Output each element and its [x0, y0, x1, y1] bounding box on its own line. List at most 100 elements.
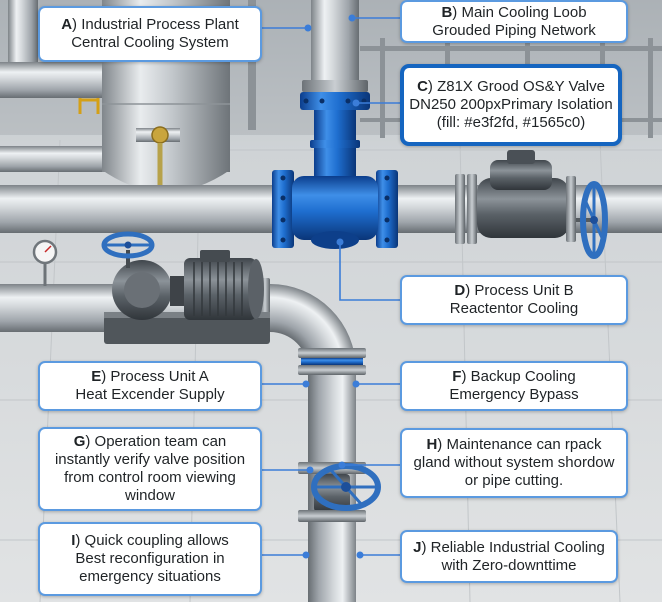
connector-i-dot [302, 551, 310, 559]
callout-h-letter: H [426, 436, 438, 453]
connector-e-dot [302, 380, 310, 388]
connector-c-dot [352, 99, 360, 107]
callout-j-letter: J [413, 538, 422, 556]
callout-e-line-2: Heat Excender Supply [75, 386, 225, 403]
callout-a-letter: A [61, 16, 73, 33]
callout-b-text: ) Main Cooling Loob [452, 3, 587, 21]
check-valve-cap [507, 150, 535, 164]
callout-i-line-3: emergency situations [79, 568, 221, 585]
callout-i-line-1: I) Quick coupling allows [71, 532, 229, 550]
flange-valve-left [272, 170, 294, 248]
check-valve-body [477, 178, 569, 238]
pump-motor-unit [101, 231, 270, 344]
connector-d [339, 242, 400, 301]
valve-body-bottom [311, 231, 359, 249]
valve-body [292, 176, 378, 240]
main-gate-valve [272, 80, 398, 249]
callout-g-text: ) Operation team can [85, 433, 227, 450]
callout-d-text: ) Process Unit B [465, 282, 574, 299]
callout-b-line-2: Grouded Piping Network [432, 21, 596, 39]
callout-g-line-2: instantly verify valve position [54, 451, 246, 468]
callout-c-text: ) Z81X Grood OS&Y Valve [427, 78, 605, 95]
flange-right-2 [467, 174, 477, 244]
callout-h-line-3: or pipe cutting. [464, 472, 564, 489]
callout-b: B) Main Cooling Loob Grouded Piping Netw… [400, 0, 628, 43]
callout-i-letter: I [71, 532, 76, 549]
callout-j-line-2: with Zero-downttime [441, 556, 577, 574]
callout-g-letter: G [73, 433, 86, 450]
callout-a-line-2: Central Cooling System [71, 34, 229, 51]
callout-f: F) Backup Cooling Emergency Bypass [400, 361, 628, 411]
callout-j: J) Reliable Industrial Cooling with Zero… [400, 530, 618, 583]
connector-dots [302, 14, 364, 559]
motor-fins [193, 262, 243, 316]
callout-f-text: ) Backup Cooling [461, 368, 576, 385]
callout-d-letter: D [454, 282, 466, 299]
motor-end-cap [248, 259, 264, 319]
brass-valve-icon [151, 126, 169, 144]
flange-valve-right [376, 170, 398, 248]
connector-g-dot [306, 466, 314, 474]
callout-h: H) Maintenance can rpack gland without s… [400, 428, 628, 498]
handwheel-hub [124, 241, 132, 249]
check-valve-cover [490, 160, 552, 190]
flange-lower-valve-bottom [298, 510, 366, 522]
callout-c-line-3: (fill: #e3f2fd, #1565c0) [436, 114, 586, 131]
pipe-top-vertical [311, 0, 359, 84]
callout-d-line-2: Reactentor Cooling [449, 300, 579, 317]
connector-lines [262, 17, 400, 556]
callout-a-line-1: A) Industrial Process Plant [61, 16, 239, 34]
callout-g: G) Operation team can instantly verify v… [38, 427, 262, 511]
flange-top-grey [302, 80, 368, 92]
flange-top-blue [300, 92, 370, 110]
callout-h-line-1: H) Maintenance can rpack [426, 436, 601, 454]
motor-body [184, 258, 256, 320]
callout-i: I) Quick coupling allows Best reconfigur… [38, 522, 262, 596]
callout-j-text: ) Reliable Industrial Cooling [421, 538, 605, 556]
callout-a-text: ) Industrial Process Plant [72, 16, 239, 33]
flange-right-3 [566, 176, 576, 242]
flange-lower-joint [298, 348, 366, 375]
pump-casing-face [124, 272, 160, 308]
callout-i-line-2: Best reconfiguration in [75, 550, 225, 567]
pipe-upper-left [0, 62, 110, 98]
callout-c-letter: C [417, 78, 428, 95]
check-valve-assembly [455, 150, 608, 259]
callout-c: C) Z81X Grood OS&Y Valve DN250 200pxPrim… [400, 64, 622, 146]
callout-g-line-4: window [124, 487, 176, 504]
handwheel-hub [590, 216, 598, 224]
flange-right-1 [455, 174, 465, 244]
pressure-gauge-icon [32, 239, 58, 286]
handwheel-hub [341, 482, 351, 492]
connector-a-dot [304, 24, 312, 32]
callout-b-line-1: B) Main Cooling Loob [441, 4, 586, 22]
callout-g-line-3: from control room viewing [64, 469, 236, 486]
pump-coupling [170, 276, 184, 306]
lower-gate-valve [298, 462, 381, 522]
callout-b-letter: B [441, 3, 453, 21]
callout-f-line-2: Emergency Bypass [449, 386, 579, 403]
callout-c-line-1: C) Z81X Grood OS&Y Valve [417, 78, 605, 96]
connector-d-dot [336, 238, 344, 246]
callout-f-line-1: F) Backup Cooling [452, 368, 575, 386]
connector-j-dot [356, 551, 364, 559]
callout-c-line-2: DN250 200pxPrimary Isolation [409, 96, 613, 113]
pump-base [104, 316, 270, 344]
callout-g-line-1: G) Operation team can [74, 433, 227, 451]
connector-f-dot [352, 380, 360, 388]
valve-bonnet-rib [310, 140, 360, 148]
callout-d-line-1: D) Process Unit B [454, 282, 573, 300]
callout-e-line-1: E) Process Unit A [91, 368, 209, 386]
callout-h-line-2: gland without system shordow [413, 454, 615, 471]
callout-j-line-1: J) Reliable Industrial Cooling [413, 539, 605, 557]
pipe-tank-outlet [0, 146, 108, 172]
pipe-main-left [0, 185, 276, 233]
callout-d: D) Process Unit B Reactentor Cooling [400, 275, 628, 325]
callout-a: A) Industrial Process Plant Central Cool… [38, 6, 262, 62]
callout-e-text: ) Process Unit A [101, 368, 209, 385]
connector-h-dot [338, 461, 346, 469]
pipe-vertical-left [8, 0, 38, 66]
connector-b-dot [348, 14, 356, 22]
flange-bolts [280, 98, 390, 243]
handwheel-right-icon [580, 181, 608, 259]
